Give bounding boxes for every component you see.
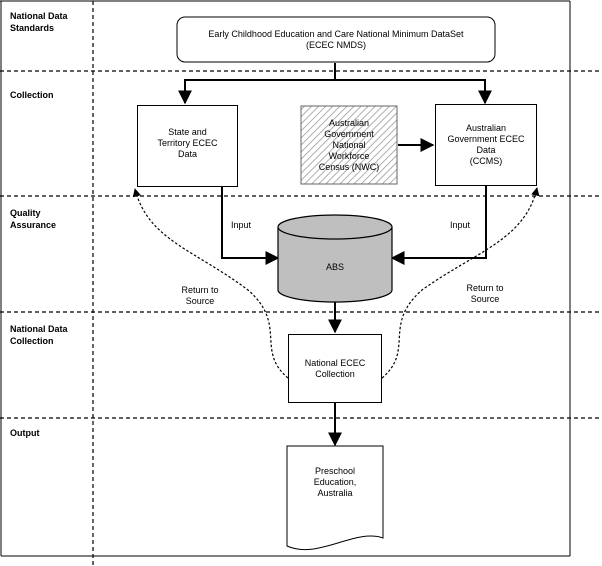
nwc-line-4: Workforce	[328, 150, 370, 161]
state-line-1: State and	[168, 127, 207, 137]
preschool-node: Preschool Education, Australia	[287, 464, 383, 500]
return-right-line-2: Source	[470, 294, 500, 304]
ccms-node: Australian Government ECEC Data (CCMS)	[435, 104, 537, 186]
preschool-line-1: Preschool	[314, 465, 356, 476]
arrow-ccms-to-abs	[390, 186, 487, 265]
abs-cylinder	[277, 214, 393, 303]
lane-label-national-data-collection: National Data Collection	[10, 324, 68, 346]
nwc-node: Australian Government National Workforce…	[301, 106, 397, 184]
lane-label-collection: Collection	[10, 90, 54, 100]
input-label-right: Input	[449, 220, 471, 230]
nmds-node: Early Childhood Education and Care Natio…	[177, 17, 495, 62]
nwc-line-2: Government	[324, 128, 374, 139]
preschool-line-3: Australia	[317, 487, 353, 498]
arrow-nmds-to-ccms	[335, 79, 492, 105]
preschool-line-2: Education,	[313, 476, 357, 487]
ccms-line-4: (CCMS)	[469, 156, 503, 166]
return-right-line-1: Return to	[466, 283, 504, 293]
lane-label-quality-assurance: Quality Assurance	[10, 208, 57, 230]
nmds-abbreviation: (ECEC NMDS)	[306, 39, 366, 50]
ccms-line-1: Australian	[465, 123, 507, 133]
ccms-line-3: Data	[476, 145, 496, 155]
arrow-nmds-to-state	[178, 63, 336, 105]
return-left-line-2: Source	[185, 296, 215, 306]
lane-label-output: Output	[10, 428, 40, 438]
return-left-line-1: Return to	[181, 285, 219, 295]
state-line-2: Territory ECEC	[157, 138, 218, 148]
nwc-box	[300, 105, 398, 185]
state-line-3: Data	[177, 149, 197, 159]
return-to-source-label-right: Return to Source	[455, 283, 515, 305]
input-label-left: Input	[230, 220, 252, 230]
arrow-state-to-abs	[221, 187, 280, 265]
return-curve-right	[381, 187, 540, 379]
nwc-line-3: National	[332, 139, 366, 150]
nmds-title: Early Childhood Education and Care Natio…	[208, 28, 464, 39]
return-to-source-label-left: Return to Source	[170, 285, 230, 307]
state-territory-node: State and Territory ECEC Data	[137, 105, 238, 187]
return-curve-left	[132, 188, 289, 379]
national-ecec-line-2: Collection	[315, 368, 355, 379]
nwc-line-5: Census (NWC)	[318, 161, 380, 172]
nwc-line-1: Australian	[328, 117, 370, 128]
national-ecec-collection-node: National ECEC Collection	[288, 334, 382, 403]
national-ecec-line-1: National ECEC	[304, 357, 366, 368]
abs-label: ABS	[325, 262, 344, 272]
preschool-document-shape	[286, 445, 384, 551]
lane-label-national-data-standards: National Data Standards	[10, 11, 68, 33]
nmds-box	[176, 16, 496, 63]
ccms-line-2: Government ECEC	[447, 134, 525, 144]
